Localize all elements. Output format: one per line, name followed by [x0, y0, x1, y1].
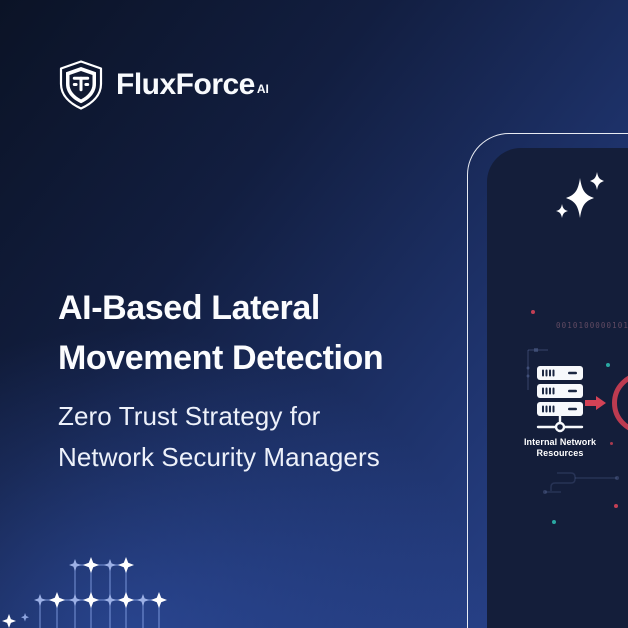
teal-dot [552, 520, 556, 524]
panel-outline [467, 133, 628, 628]
red-dot [531, 310, 535, 314]
server-label-line1: Internal Network [523, 437, 597, 447]
teal-dot [606, 363, 610, 367]
circuit-pattern-icon [34, 557, 167, 628]
server-stack-icon [536, 366, 584, 433]
hero-subtitle: Zero Trust Strategy for Network Security… [58, 396, 478, 478]
hero-subtitle-line1: Zero Trust Strategy for [58, 401, 321, 431]
server-label: Internal Network Resources [505, 437, 615, 459]
red-dot [610, 442, 613, 445]
circuit-trace-icon [526, 348, 548, 390]
brand-name-text: FluxForce [116, 68, 255, 101]
brand-shield-icon [59, 60, 103, 110]
server-label-line2: Resources [536, 448, 584, 458]
circuit-trace-icon [543, 472, 619, 494]
binary-text: 0010100000101 00 [556, 321, 628, 330]
hero-subtitle-line2: Network Security Managers [58, 442, 380, 472]
red-dot [614, 504, 618, 508]
hero-title: AI-Based Lateral Movement Detection [58, 283, 478, 383]
hero-copy: AI-Based Lateral Movement Detection Zero… [58, 283, 478, 478]
hero-title-line1: AI-Based Lateral [58, 289, 320, 327]
arrow-right-icon [585, 396, 606, 410]
brand-suffix: AI [256, 82, 269, 96]
sparkle-icon [556, 172, 604, 218]
corner-sparkle-icon [2, 613, 29, 628]
hero-title-line2: Movement Detection [58, 339, 384, 377]
